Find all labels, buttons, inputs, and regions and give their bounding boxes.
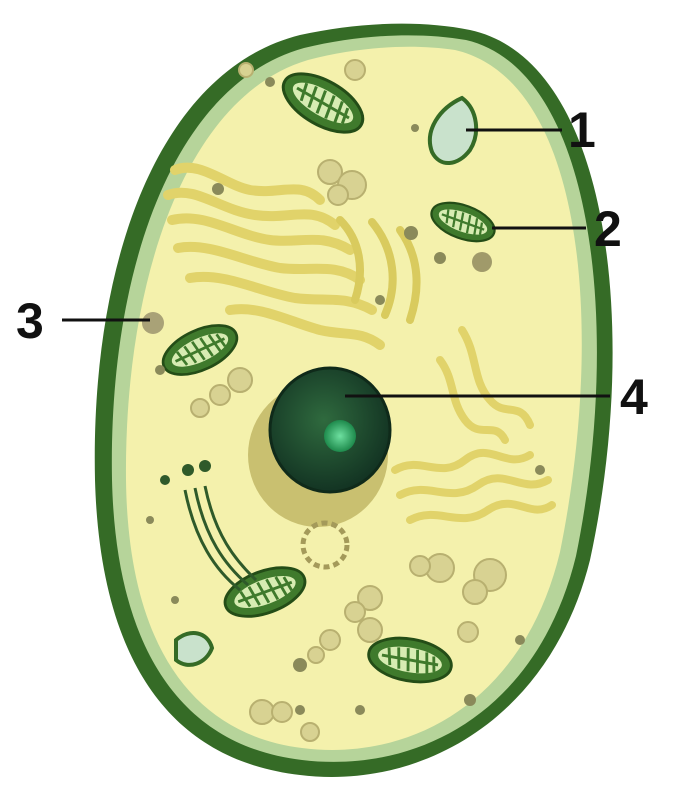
callout-label-1: 1 (568, 102, 596, 158)
vacuole-small (142, 312, 164, 334)
callout-label-2: 2 (594, 201, 622, 257)
nucleolus (324, 420, 356, 452)
callout-label-3: 3 (16, 293, 44, 349)
callout-label-4: 4 (620, 369, 648, 425)
